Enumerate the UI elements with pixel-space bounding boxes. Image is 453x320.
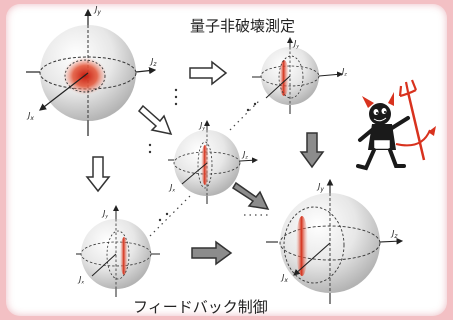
arrow-white-right	[189, 60, 228, 86]
spin-distribution	[279, 60, 289, 96]
arrow-gray-down	[299, 132, 325, 169]
arrow-gray-diagonal	[231, 181, 270, 210]
bloch-sphere-measured-2: Jy Jz Jx	[168, 120, 258, 204]
svg-text:Jx: Jx	[168, 183, 175, 194]
spin-distribution	[296, 216, 308, 276]
title-qnd-measurement: 量子非破壊測定	[190, 17, 295, 35]
svg-text:Jz: Jz	[149, 57, 157, 68]
svg-text:Jy: Jy	[292, 39, 299, 50]
bloch-sphere-feedback-1: Jy Jx	[76, 205, 160, 297]
svg-text:Jy: Jy	[316, 182, 324, 193]
svg-text:Jy: Jy	[198, 121, 205, 132]
devil-with-trident-icon	[356, 79, 436, 171]
svg-text:Jx: Jx	[280, 273, 288, 284]
svg-text:Jz: Jz	[241, 150, 248, 161]
arrow-white-diagonal	[137, 104, 173, 136]
ellipsis-dots	[148, 88, 257, 222]
svg-text:Jx: Jx	[26, 111, 34, 122]
svg-text:Jy: Jy	[101, 209, 108, 220]
svg-text:Jy: Jy	[93, 5, 101, 16]
arrow-gray-right	[191, 240, 233, 266]
bloch-sphere-feedback-2: Jy Jz Jx	[266, 178, 404, 304]
svg-text:Jz: Jz	[390, 229, 398, 240]
bloch-sphere-measured-1: Jy Jz	[252, 37, 347, 114]
title-feedback-control: フィードバック制御	[133, 298, 268, 316]
bloch-sphere-initial: Jy Jz Jx	[26, 5, 157, 136]
dotted-connector	[149, 195, 191, 237]
svg-text:Jz: Jz	[340, 67, 347, 78]
svg-text:Jx: Jx	[77, 275, 84, 286]
spin-distribution	[120, 237, 128, 275]
arrow-white-down	[85, 156, 111, 193]
